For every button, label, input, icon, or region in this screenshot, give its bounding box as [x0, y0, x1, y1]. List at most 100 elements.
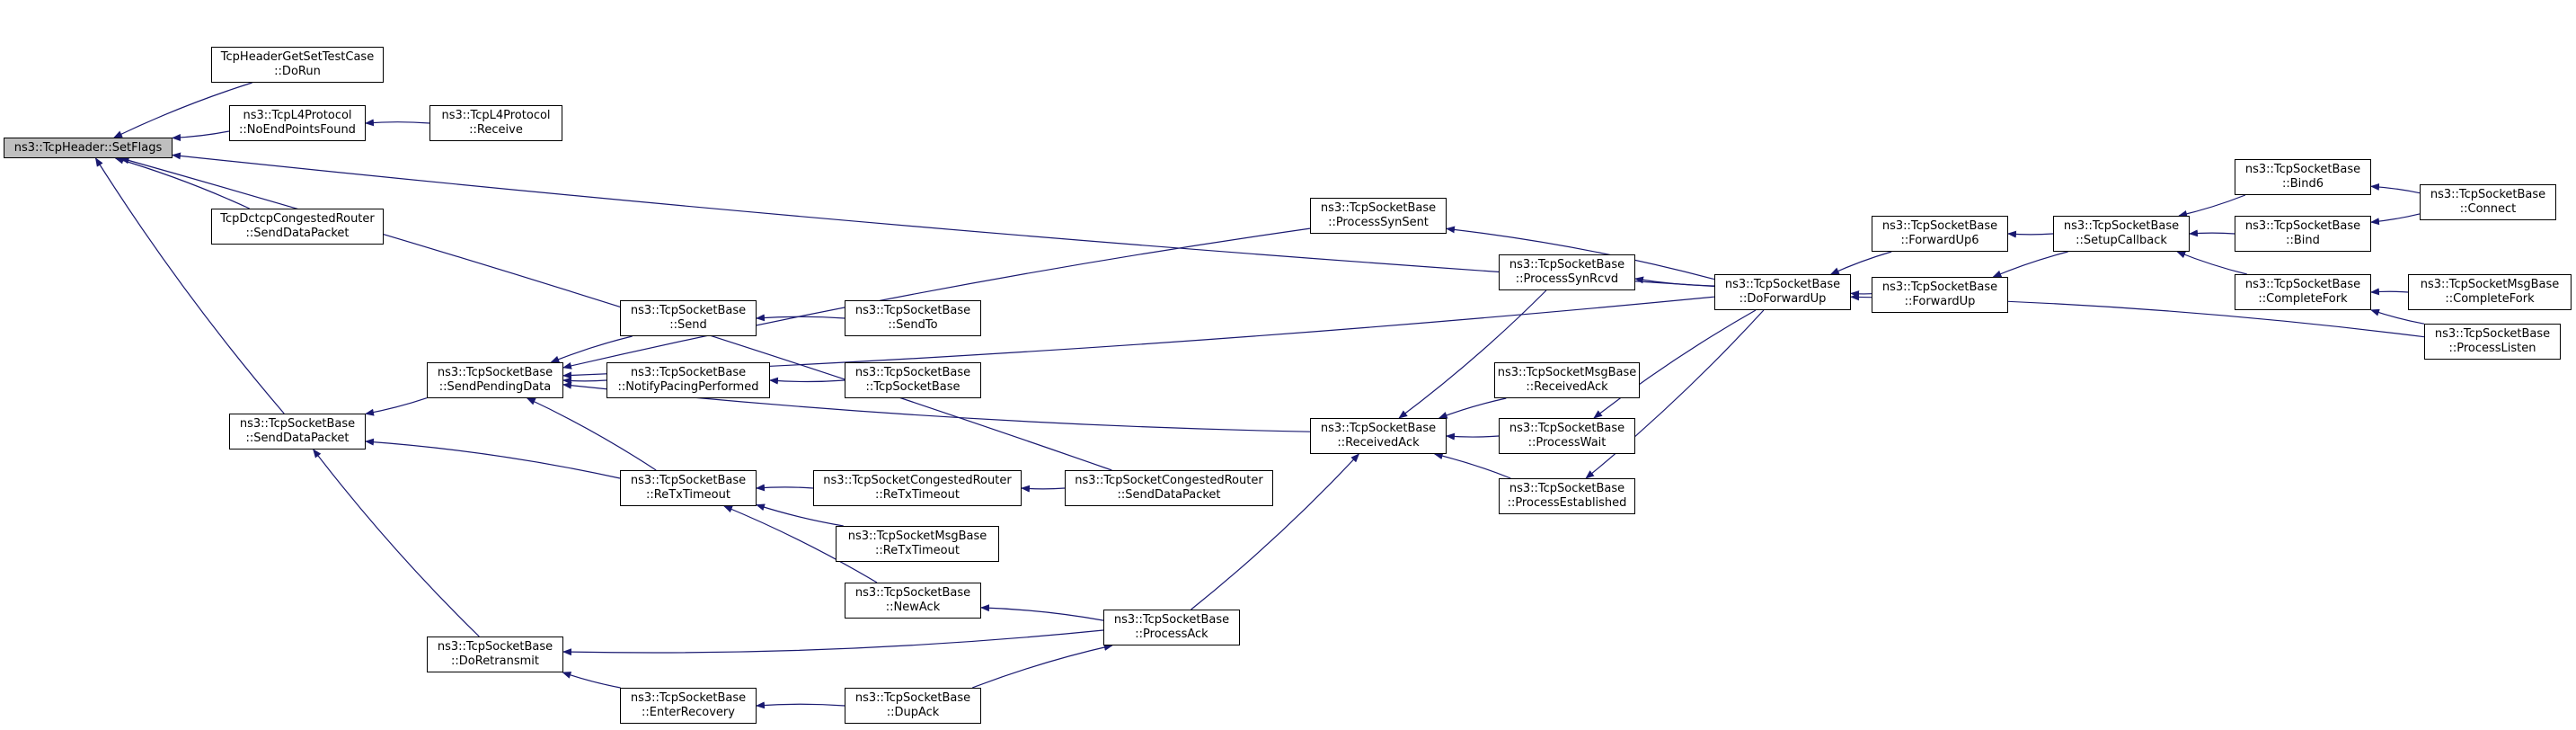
edge-setcb-to-fwd6 [2007, 230, 2054, 238]
edge-npp-to-spd [562, 377, 607, 385]
node-msgrecack[interactable]: ns3::TcpSocketMsgBase::ReceivedAck [1494, 362, 1640, 398]
node-tsbctor[interactable]: ns3::TcpSocketBase::TcpSocketBase [845, 362, 981, 398]
edge-enrec-to-dort [562, 672, 621, 689]
node-enrec[interactable]: ns3::TcpSocketBase::EnterRecovery [620, 688, 757, 724]
edge-psynsent-to-spd [562, 227, 1311, 369]
node-label-line: ns3::TcpSocketBase [630, 474, 747, 487]
node-label-line: ns3::TcpSocketBase [1320, 201, 1437, 215]
node-label-line: ns3::TcpL4Protocol [441, 109, 551, 122]
node-label-line: ns3::TcpSocketBase [437, 366, 553, 379]
node-sdp[interactable]: ns3::TcpSocketBase::SendDataPacket [229, 414, 366, 450]
edge-crsdp-to-crrto [1021, 485, 1066, 493]
node-label-line: ns3::TcpSocketMsgBase [847, 530, 987, 543]
node-spd[interactable]: ns3::TcpSocketBase::SendPendingData [427, 362, 563, 398]
node-label-line: ns3::TcpSocketBase [854, 691, 971, 705]
node-crrto[interactable]: ns3::TcpSocketCongestedRouter::ReTxTimeo… [813, 470, 1022, 506]
node-label-line: ::SendPendingData [438, 380, 552, 394]
edge-cfork-to-setcb [2176, 251, 2247, 275]
node-send[interactable]: ns3::TcpSocketBase::Send [620, 300, 757, 336]
node-npp[interactable]: ns3::TcpSocketBase::NotifyPacingPerforme… [606, 362, 770, 398]
node-label-line: ns3::TcpSocketBase [1320, 422, 1437, 435]
node-pack[interactable]: ns3::TcpSocketBase::ProcessAck [1103, 610, 1240, 645]
node-crsdp[interactable]: ns3::TcpSocketCongestedRouter::SendDataP… [1065, 470, 1273, 506]
node-bind6[interactable]: ns3::TcpSocketBase::Bind6 [2235, 159, 2371, 195]
node-label-line: ::TcpSocketBase [865, 380, 960, 394]
node-sendto[interactable]: ns3::TcpSocketBase::SendTo [845, 300, 981, 336]
node-label-line: ns3::TcpSocketBase [1509, 258, 1625, 272]
edge-dupack-to-pack [971, 644, 1113, 689]
node-label-line: ::ProcessSynSent [1328, 216, 1429, 229]
node-label-line: ns3::TcpSocketBase [1881, 280, 1998, 294]
node-label-line: ns3::TcpSocketBase [1881, 219, 1998, 233]
node-psynsent[interactable]: ns3::TcpSocketBase::ProcessSynSent [1310, 198, 1447, 234]
node-label-line: ::DoRun [274, 65, 321, 78]
node-bind[interactable]: ns3::TcpSocketBase::Bind [2235, 216, 2371, 252]
node-label-line: ns3::TcpSocketCongestedRouter [823, 474, 1012, 487]
node-label-line: ::SendTo [888, 318, 938, 332]
edge-dort-to-sdp [313, 449, 480, 637]
node-newack[interactable]: ns3::TcpSocketBase::NewAck [845, 583, 981, 619]
node-pwait[interactable]: ns3::TcpSocketBase::ProcessWait [1499, 418, 1635, 454]
node-label-line: ::Bind6 [2281, 177, 2324, 191]
node-label-line: ::SendDataPacket [1117, 488, 1221, 502]
node-label-line: ns3::TcpSocketBase [2430, 188, 2546, 201]
edge-msgrecack-to-recack [1438, 397, 1507, 419]
node-label-line: ns3::TcpSocketMsgBase [1497, 366, 1637, 379]
edge-pack-to-newack [980, 604, 1104, 621]
edge-pest-to-recack [1433, 452, 1511, 479]
node-dupack[interactable]: ns3::TcpSocketBase::DupAck [845, 688, 981, 724]
node-label-line: ::ReTxTimeout [875, 544, 960, 557]
node-l4recv[interactable]: ns3::TcpL4Protocol::Receive [429, 105, 562, 141]
node-connect[interactable]: ns3::TcpSocketBase::Connect [2420, 184, 2556, 220]
edge-setcb-to-fwd [1992, 251, 2068, 278]
node-msgrto[interactable]: ns3::TcpSocketMsgBase::ReTxTimeout [836, 526, 999, 562]
node-dofwd[interactable]: ns3::TcpSocketBase::DoForwardUp [1714, 274, 1851, 310]
edge-sendto-to-send [756, 314, 845, 322]
node-label-line: ::DupAck [886, 706, 940, 719]
edge-connect-to-bind [2370, 213, 2421, 226]
node-label-line: ns3::TcpHeader::SetFlags [13, 140, 163, 155]
node-label-line: ::SetupCallback [2076, 234, 2167, 247]
edge-sdp-to-setflags [94, 157, 285, 414]
edge-pwait-to-recack [1446, 432, 1500, 441]
node-setcb[interactable]: ns3::TcpSocketBase::SetupCallback [2053, 216, 2190, 252]
node-label-line: ::ForwardUp [1904, 295, 1976, 308]
node-label-line: ::NewAck [885, 601, 941, 614]
edge-send-to-spd [550, 335, 633, 363]
node-label-line: ns3::TcpSocketMsgBase [2420, 278, 2560, 291]
node-label-line: ::CompleteFork [2445, 292, 2535, 306]
node-label-line: ::ForwardUp6 [1900, 234, 1979, 247]
node-hdrtest[interactable]: TcpHeaderGetSetTestCase::DoRun [211, 47, 384, 83]
edge-newack-to-rto [723, 505, 878, 583]
node-label-line: ::SendDataPacket [245, 432, 350, 445]
node-label-line: ns3::TcpSocketBase [1509, 422, 1625, 435]
node-label-line: ns3::TcpSocketBase [1113, 613, 1230, 627]
edge-dctcp-to-setflags [114, 156, 250, 209]
node-recack[interactable]: ns3::TcpSocketBase::ReceivedAck [1310, 418, 1447, 454]
edge-bind6-to-setcb [2178, 194, 2246, 218]
node-rto[interactable]: ns3::TcpSocketBase::ReTxTimeout [620, 470, 757, 506]
node-fwd[interactable]: ns3::TcpSocketBase::ForwardUp [1872, 277, 2008, 313]
node-msgcfork[interactable]: ns3::TcpSocketMsgBase::CompleteFork [2408, 274, 2572, 310]
node-dort[interactable]: ns3::TcpSocketBase::DoRetransmit [427, 637, 563, 672]
node-pest[interactable]: ns3::TcpSocketBase::ProcessEstablished [1499, 478, 1635, 514]
edge-psynrcvd-to-recack [1398, 289, 1547, 419]
edge-msgcfork-to-cfork [2370, 288, 2409, 296]
node-psynrcvd[interactable]: ns3::TcpSocketBase::ProcessSynRcvd [1499, 254, 1635, 290]
node-label-line: ::CompleteFork [2258, 292, 2348, 306]
edge-plisten-to-cfork [2370, 308, 2425, 325]
edge-dofwd-to-psynrcvd [1634, 276, 1715, 287]
node-label-line: ns3::TcpSocketBase [2244, 219, 2361, 233]
node-dctcp[interactable]: TcpDctcpCongestedRouter::SendDataPacket [211, 209, 384, 245]
node-plisten[interactable]: ns3::TcpSocketBase::ProcessListen [2424, 324, 2561, 360]
node-label-line: ::Send [669, 318, 707, 332]
node-cfork[interactable]: ns3::TcpSocketBase::CompleteFork [2235, 274, 2371, 310]
node-fwd6[interactable]: ns3::TcpSocketBase::ForwardUp6 [1872, 216, 2008, 252]
node-label-line: ::NotifyPacingPerformed [617, 380, 759, 394]
edge-msgrto-to-rto [756, 503, 844, 527]
node-noend[interactable]: ns3::TcpL4Protocol::NoEndPointsFound [229, 105, 366, 141]
node-label-line: ::Bind [2286, 234, 2320, 247]
edge-l4recv-to-noend [365, 119, 430, 127]
node-label-line: ns3::TcpSocketBase [630, 691, 747, 705]
edge-bind-to-setcb [2189, 229, 2235, 237]
